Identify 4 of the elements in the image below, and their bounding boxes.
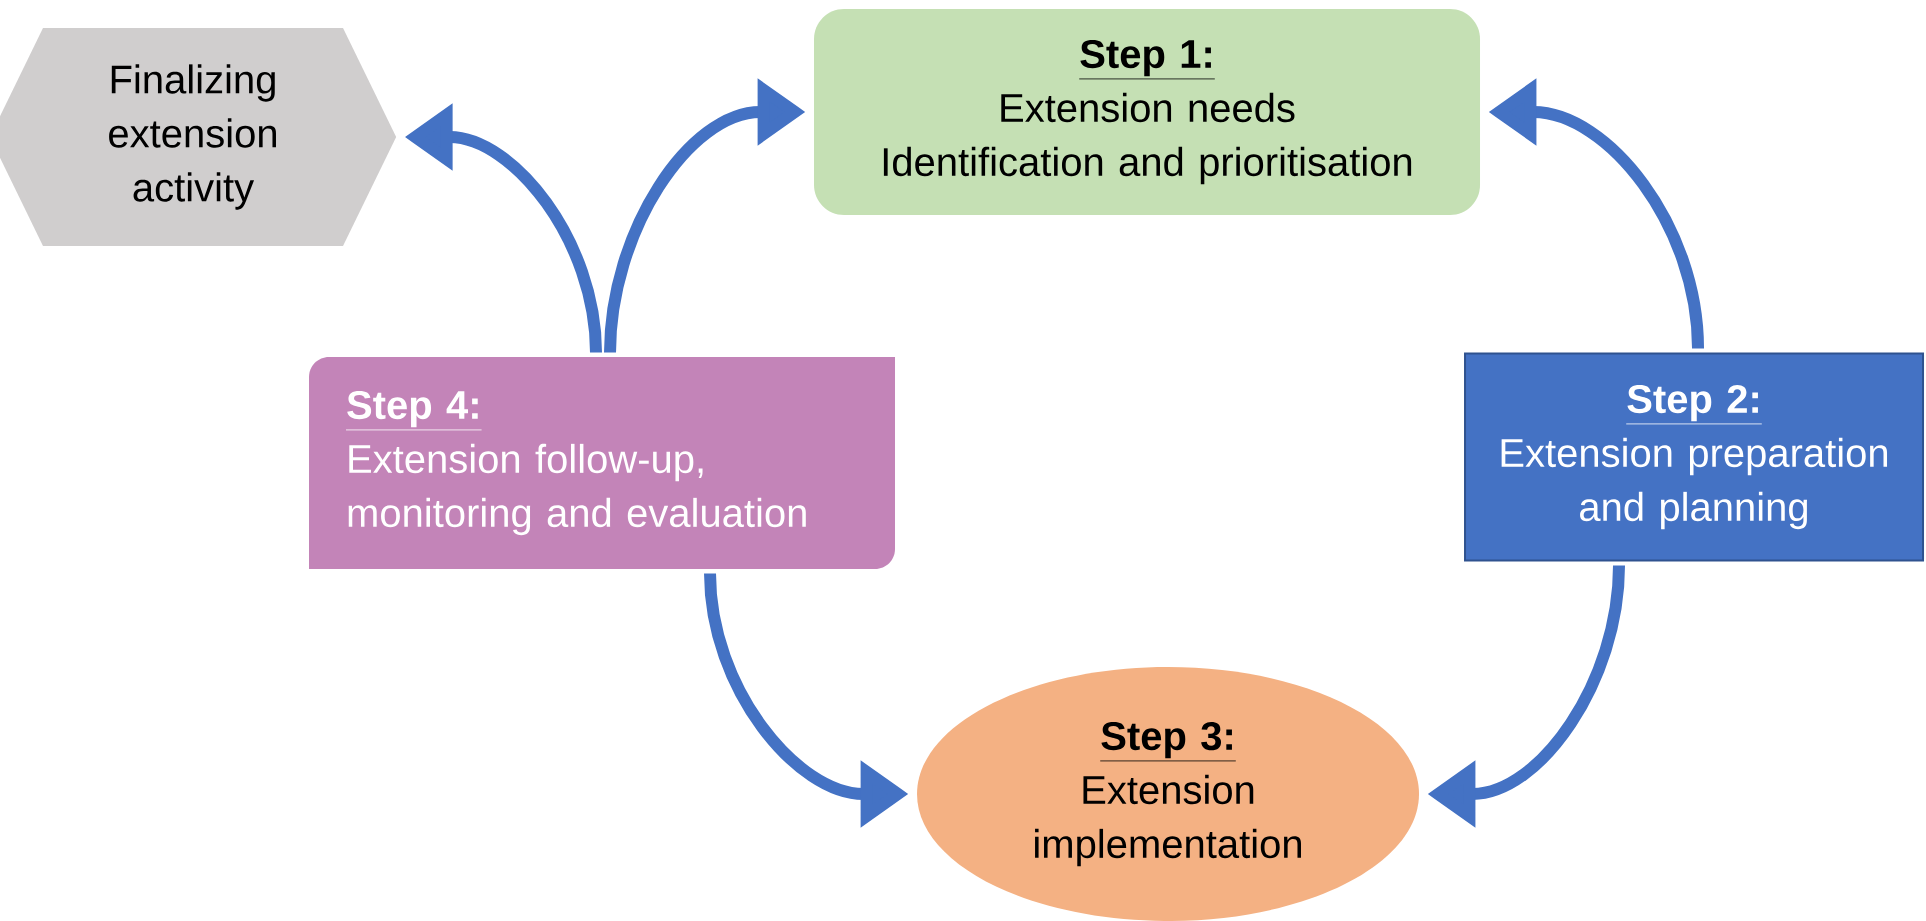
step-box: Step 2: Extension preparation and planning (1464, 352, 1925, 562)
step-box: Step 4: Extension follow-up, monitoring and evaluation (309, 357, 895, 569)
step-box: Step 1: Extension needs Identification and prioritisation (814, 9, 1480, 215)
hexagon: Finalizing extension activity (0, 28, 397, 246)
